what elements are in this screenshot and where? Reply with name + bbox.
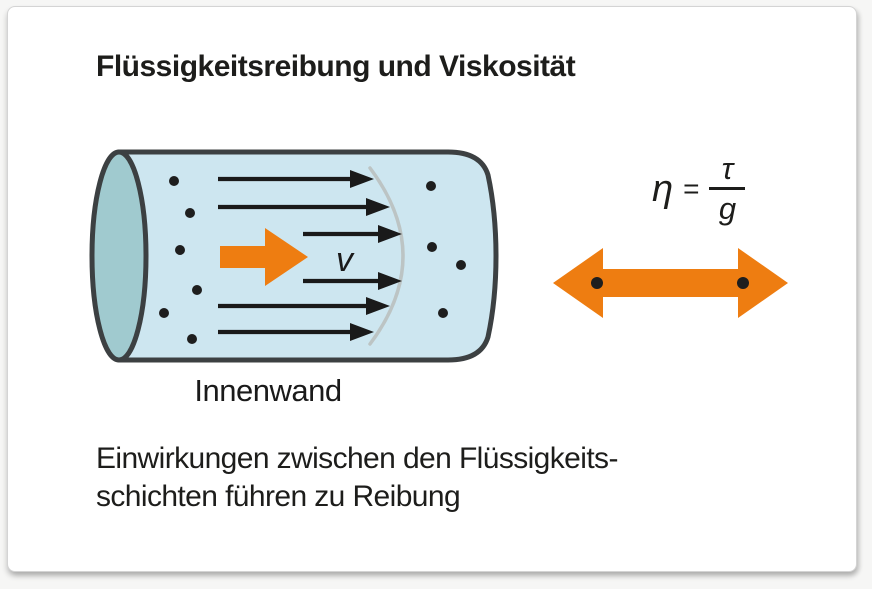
page-title: Flüssigkeitsreibung und Viskosität [96,50,576,84]
formula-fraction: τ g [709,151,746,226]
pipe-wall-label: Innenwand [194,373,342,408]
formula-denominator-g: g [718,191,737,226]
formula-numerator-tau: τ [721,151,734,186]
caption-line-2: schichten führen zu Reibung [96,480,461,513]
formula-equals-sign: = [683,172,700,204]
fraction-bar [709,187,746,190]
formula-eta: η [652,167,674,210]
viscosity-formula: η = τ g [652,151,746,226]
caption-line-1: Einwirkungen zwischen den Flüssigkeits- [96,442,618,475]
caption-text: Einwirkungen zwischen den Flüssigkeits- … [96,440,618,516]
